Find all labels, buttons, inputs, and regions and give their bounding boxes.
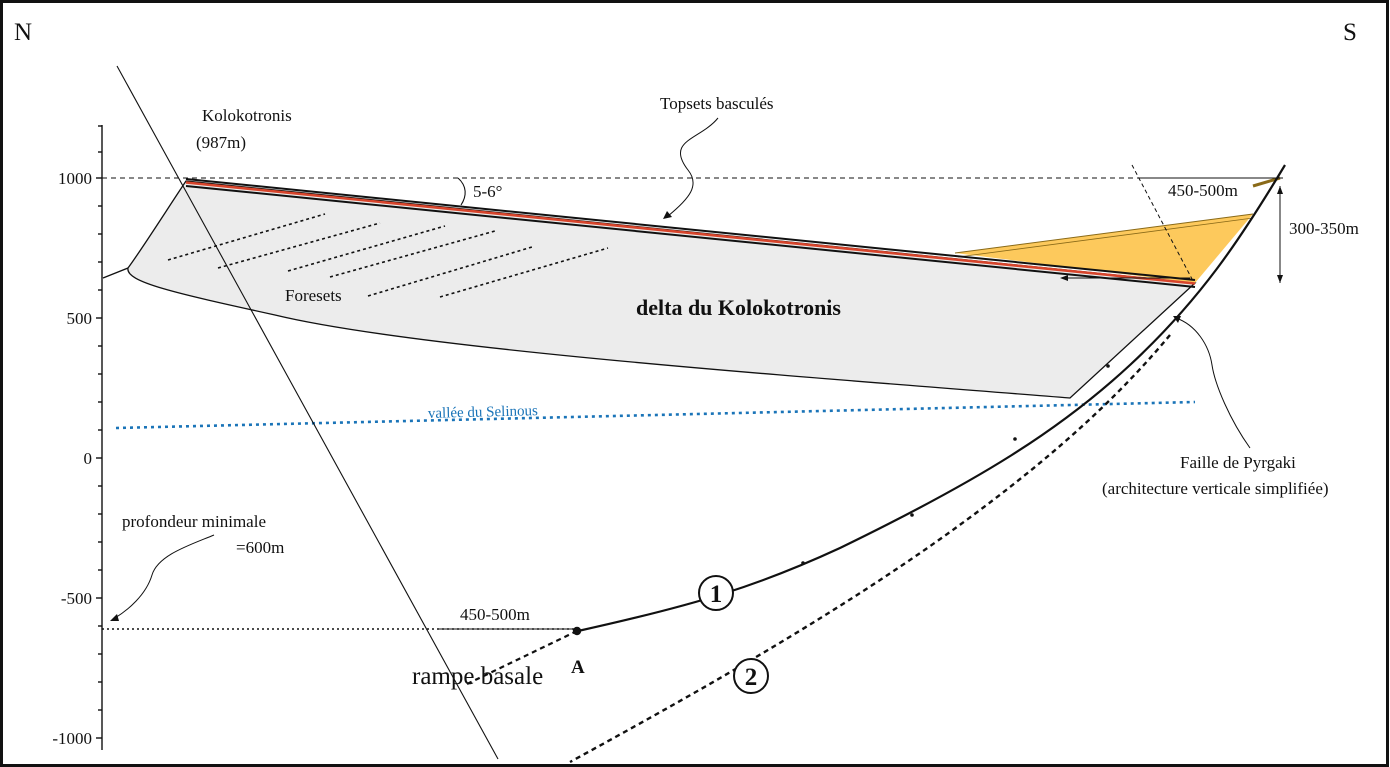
delta-label: delta du Kolokotronis — [636, 295, 841, 320]
tick-label-0: 0 — [84, 449, 93, 468]
wedge-arrow-head — [1060, 275, 1068, 281]
depth-label-line2: =600m — [236, 538, 284, 557]
south-label: S — [1343, 19, 1357, 46]
elevation-axis: 1000 500 0 -500 -1000 — [52, 125, 103, 750]
foresets-lines — [167, 213, 609, 298]
depth-leader — [114, 534, 215, 619]
fault-option-1-badge: 1 — [698, 575, 734, 611]
topsets-leader-arrow — [663, 211, 672, 219]
fault-option-2-number: 2 — [745, 664, 758, 691]
vertical-offset-arrow-up — [1277, 186, 1283, 194]
point-a-marker — [572, 626, 582, 636]
ramp-label: rampe basale — [412, 663, 543, 690]
valley-line — [115, 400, 1196, 430]
wedge-top-line-2 — [957, 217, 1254, 258]
vertical-offset-label: 300-350m — [1289, 219, 1359, 238]
dip-angle-arc — [457, 177, 466, 206]
fault-leader-arrow — [1173, 316, 1181, 323]
bottom-offset-label: 450-500m — [460, 605, 530, 624]
topset-red-line — [185, 181, 1196, 285]
tick-label-1000: 1000 — [58, 169, 92, 188]
point-a-label: A — [571, 657, 585, 678]
summit-name: Kolokotronis — [202, 106, 292, 125]
vertical-offset-arrow-down — [1277, 275, 1283, 283]
basal-ramp-line — [466, 630, 578, 685]
fault-option-1-number: 1 — [710, 581, 723, 608]
top-offset-label: 450-500m — [1168, 181, 1238, 200]
fault-dots — [801, 364, 1110, 565]
hanging-wall-wedge — [955, 214, 1253, 283]
topset-lower-line — [185, 185, 1196, 288]
depth-leader-arrow — [110, 614, 119, 621]
summit-elevation: (987m) — [196, 133, 246, 152]
topset-upper-line — [185, 178, 1196, 281]
fault-leader — [1175, 317, 1251, 449]
dip-angle-label: 5-6° — [473, 182, 502, 201]
fault-trace-option-2 — [569, 334, 1171, 764]
topsets-label: Topsets basculés — [660, 94, 774, 113]
tick-label-minus-1000: -1000 — [52, 729, 92, 748]
north-label: N — [14, 19, 32, 46]
fault-name-label: Faille de Pyrgaki — [1180, 453, 1296, 472]
tick-label-500: 500 — [67, 309, 93, 328]
valley-label: vallée du Selinous — [428, 403, 539, 422]
section-trace-line — [116, 65, 499, 760]
fault-option-2-badge: 2 — [733, 658, 769, 694]
foresets-label: Foresets — [285, 286, 342, 305]
fault-note-label: (architecture verticale simplifiée) — [1102, 479, 1329, 498]
fault-projection-dashed — [1131, 164, 1193, 280]
tick-label-minus-500: -500 — [61, 589, 92, 608]
axis-minor-ticks — [96, 125, 102, 739]
topsets-leader — [667, 117, 719, 217]
depth-label-line1: profondeur minimale — [122, 512, 266, 531]
wedge-top-line — [954, 213, 1254, 254]
delta-left-slope — [102, 267, 129, 279]
delta-body — [127, 180, 1197, 399]
